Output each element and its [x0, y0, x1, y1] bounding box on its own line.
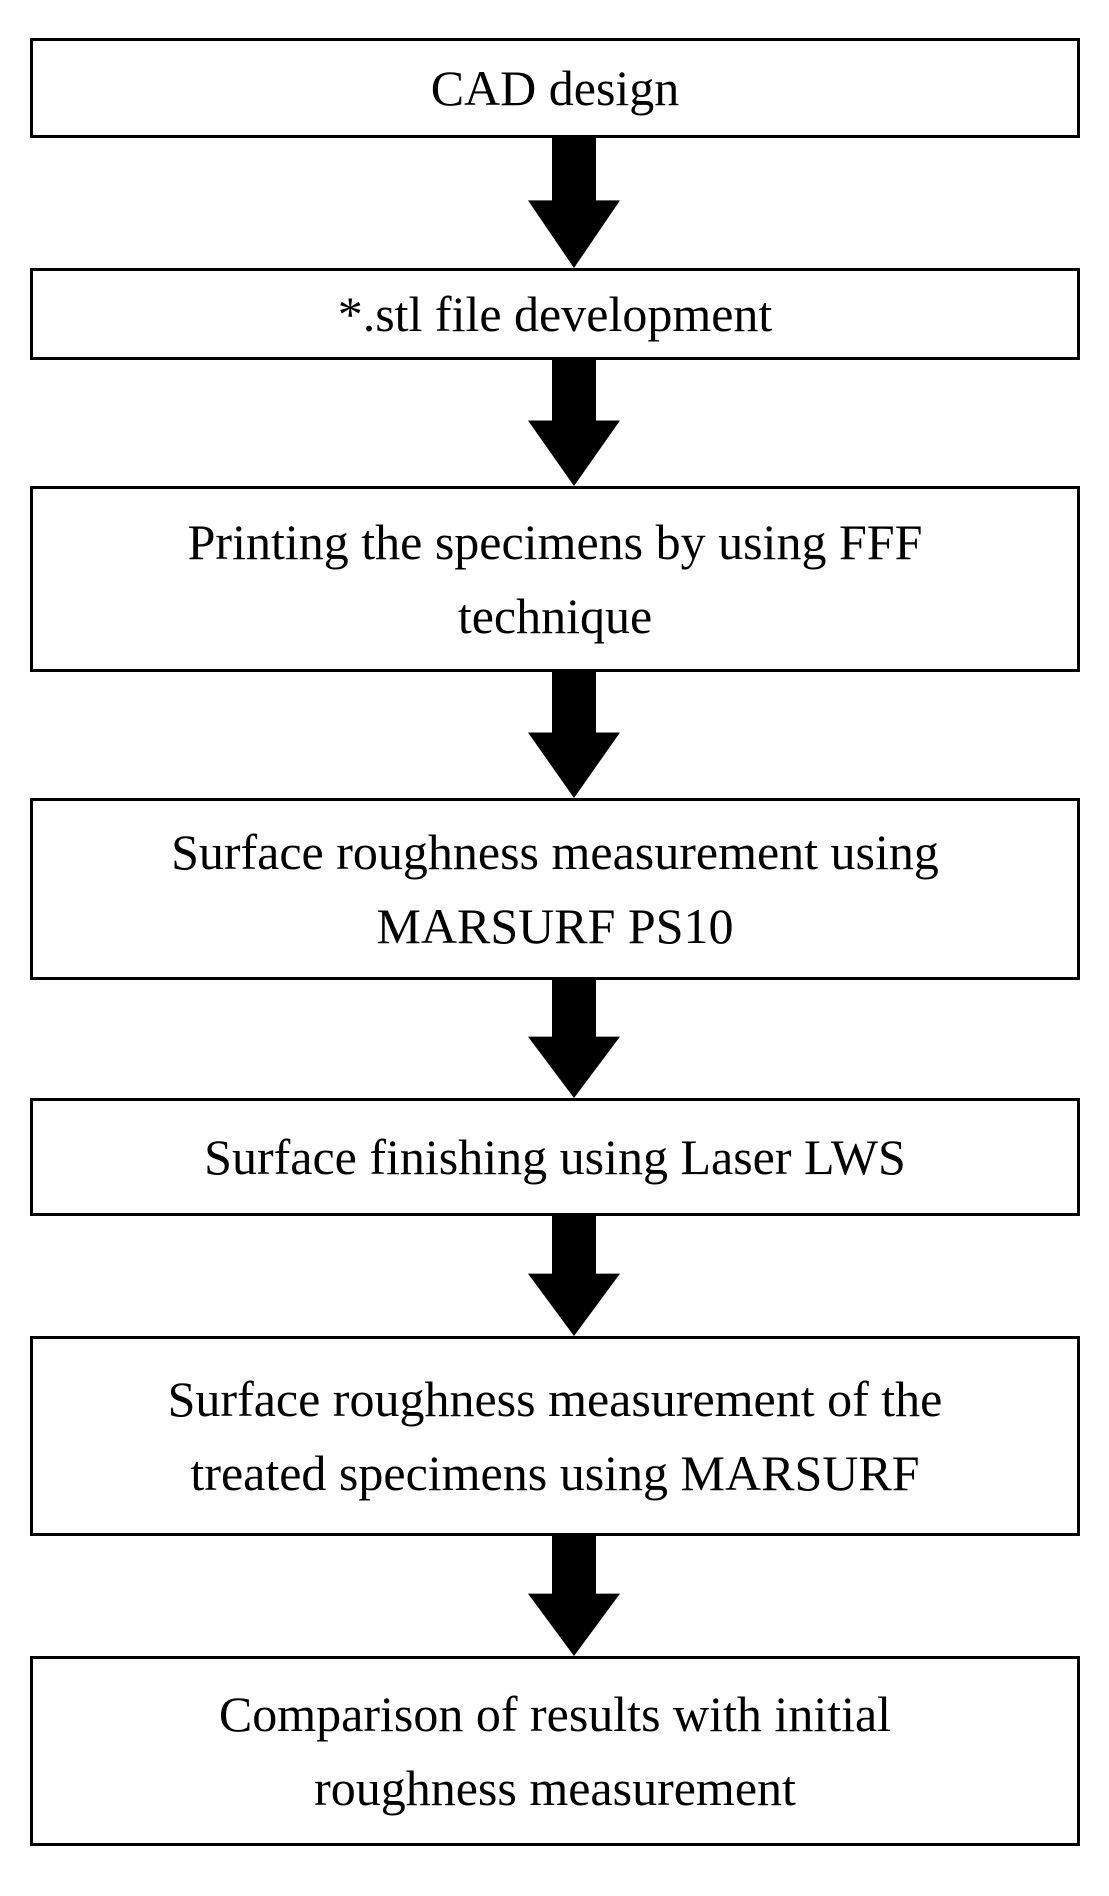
step-text-line-1: Comparison of results with initial	[218, 1686, 892, 1742]
step-text-line-1: Surface roughness measurement using	[171, 824, 939, 880]
down-arrow-icon	[528, 672, 620, 798]
step-comparison: Comparison of results with initial rough…	[30, 1656, 1080, 1846]
down-arrow-icon	[528, 1216, 620, 1336]
step-text-line-2: MARSURF PS10	[376, 898, 734, 954]
down-arrow-icon	[528, 1536, 620, 1656]
step-text-line-2: technique	[457, 588, 653, 644]
down-arrow-icon	[528, 360, 620, 486]
step-cad-design: CAD design	[30, 38, 1080, 138]
step-printing-specimens: Printing the specimens by using FFF tech…	[30, 486, 1080, 672]
step-text-line-1: Surface roughness measurement of the	[167, 1371, 943, 1427]
step-text: Surface finishing using Laser LWS	[204, 1129, 906, 1185]
step-roughness-measurement: Surface roughness measurement using MARS…	[30, 798, 1080, 980]
step-treated-measurement: Surface roughness measurement of the tre…	[30, 1336, 1080, 1536]
step-text-line-2: treated specimens using MARSURF	[190, 1445, 920, 1501]
step-text-line-2: roughness measurement	[314, 1760, 796, 1816]
step-text-line-1: Printing the specimens by using FFF	[187, 514, 923, 570]
down-arrow-icon	[528, 138, 620, 268]
down-arrow-icon	[528, 980, 620, 1098]
step-text: CAD design	[430, 60, 680, 116]
step-stl-file-development: *.stl file development	[30, 268, 1080, 360]
step-text: *.stl file development	[337, 286, 773, 342]
step-laser-finishing: Surface finishing using Laser LWS	[30, 1098, 1080, 1216]
